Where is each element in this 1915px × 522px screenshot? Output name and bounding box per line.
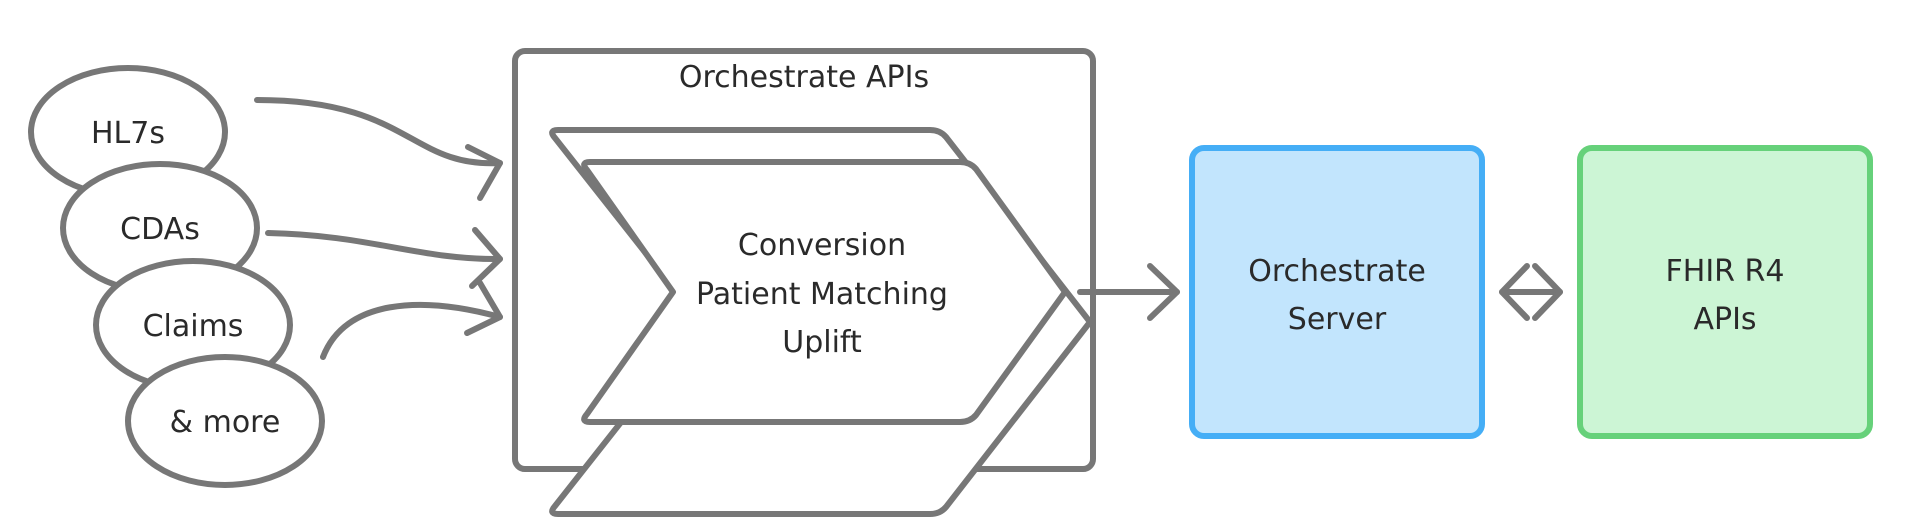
- source-hl7s-label: HL7s: [91, 116, 165, 151]
- process-step-conversion: Conversion: [738, 228, 906, 263]
- fhir-apis-box: FHIR R4 APIs: [1577, 145, 1873, 439]
- fhir-apis-line-1: FHIR R4: [1666, 254, 1785, 289]
- process-step-uplift: Uplift: [782, 325, 862, 360]
- arrow-claims: [320, 301, 503, 360]
- arrow-hl7s-head: [465, 144, 503, 201]
- orchestrate-server-line-1: Orchestrate: [1248, 254, 1426, 289]
- bidirectional-arrow-right-head: [1532, 263, 1563, 321]
- process-step-patient-matching: Patient Matching: [696, 277, 948, 312]
- orchestrate-apis-title: Orchestrate APIs: [679, 60, 929, 95]
- bidirectional-arrow-left-head: [1499, 263, 1530, 321]
- source-more: & more: [125, 354, 325, 488]
- source-cdas-label: CDAs: [120, 212, 200, 247]
- bidirectional-arrow: [1499, 263, 1563, 321]
- orchestrate-server-box: Orchestrate Server: [1189, 145, 1485, 439]
- source-more-label: & more: [170, 405, 281, 440]
- arrow-hl7s: [254, 97, 503, 167]
- fhir-apis-line-2: APIs: [1693, 302, 1756, 337]
- input-arrows: [254, 97, 503, 360]
- orchestrate-server-frame: [1189, 145, 1485, 439]
- source-more-ellipse: [125, 354, 325, 488]
- arrow-cdas-head: [469, 227, 503, 289]
- orchestrate-server-line-2: Server: [1288, 302, 1387, 337]
- arrow-to-server-head: [1147, 263, 1180, 321]
- orchestrate-apis-box: Orchestrate APIs Conversion Patient Matc…: [512, 48, 1096, 517]
- source-claims-label: Claims: [143, 309, 244, 344]
- arrow-cdas: [265, 230, 503, 263]
- arrow-to-server: [1077, 263, 1180, 321]
- fhir-apis-frame: [1577, 145, 1873, 439]
- process-chevron-front: [581, 159, 1068, 425]
- arrow-claims-head: [464, 280, 503, 336]
